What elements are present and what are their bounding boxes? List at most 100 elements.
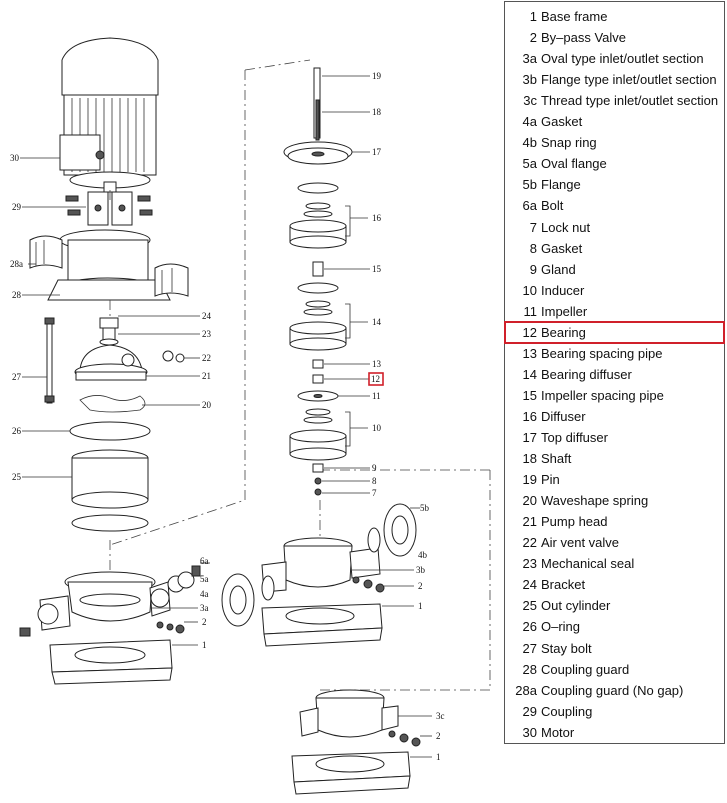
legend-number: 5b [522, 177, 537, 193]
base-frame-mid-part [261, 603, 383, 647]
legend-part-name: Gasket [541, 114, 583, 130]
legend-part-name: Base frame [541, 9, 608, 24]
legend-part-name: By–pass Valve [541, 30, 627, 46]
callout-3c: 3c [436, 711, 445, 721]
legend-part-name: Out cylinder [541, 598, 611, 614]
legend-number: 28a [515, 682, 537, 698]
callout-14: 14 [372, 317, 382, 327]
bearing-spacing-pipe-part [312, 359, 324, 369]
callout-1-left: 1 [202, 640, 207, 650]
thread-inlet-section-part [299, 689, 421, 747]
legend-part-name: Waveshape spring [541, 493, 649, 509]
callout-3b: 3b [416, 565, 426, 575]
legend-part-name: Shaft [541, 451, 572, 467]
legend-part-name: Lock nut [541, 219, 591, 235]
diffuser-part [289, 182, 347, 249]
legend-number: 8 [529, 240, 537, 256]
callout-28a: 28a [10, 259, 23, 269]
legend-part-name: Gland [541, 261, 576, 277]
callout-26: 26 [12, 426, 22, 436]
legend-number: 17 [522, 430, 537, 445]
callout-23: 23 [202, 329, 212, 339]
shaft-part [313, 67, 321, 141]
legend-row-17: 17 Top diffuser [505, 427, 724, 448]
stay-bolt-part [44, 317, 55, 404]
motor-part [59, 37, 159, 193]
legend-number: 12 [522, 324, 537, 340]
legend-part-name: Coupling guard (No gap) [541, 682, 684, 698]
waveshape-spring-part [79, 395, 146, 413]
callout-13: 13 [372, 359, 382, 369]
legend-number: 4b [522, 135, 537, 151]
o-ring-part [69, 421, 151, 441]
legend-part-name: Pin [541, 472, 560, 488]
legend-number: 3c [523, 93, 537, 109]
legend-number: 14 [522, 366, 537, 382]
legend-number: 25 [522, 598, 537, 614]
legend-number: 9 [529, 261, 537, 277]
legend-number: 21 [522, 514, 537, 530]
legend-number: 13 [522, 345, 537, 361]
legend-number: 11 [523, 303, 538, 319]
callout-12: 12 [371, 374, 380, 384]
legend-number: 16 [522, 408, 537, 424]
callout-2-mid: 2 [418, 581, 423, 591]
callout-15: 15 [372, 264, 382, 274]
coupling-guard-part [29, 229, 189, 301]
callout-12-highlight [368, 372, 384, 386]
legend-part-name: O–ring [541, 619, 581, 635]
legend-part-name: Mechanical seal [541, 556, 635, 572]
impeller-part [297, 390, 339, 402]
callout-1-mid: 1 [418, 601, 423, 611]
legend-part-name: Gasket [541, 240, 583, 256]
exploded-pump-diagram: 30 29 28a 28 27 [10, 37, 491, 795]
legend-part-name: Impeller [541, 303, 588, 319]
legend-part-name: Flange type inlet/outlet section [541, 72, 717, 88]
legend-number: 22 [522, 535, 537, 551]
legend-part-name: Impeller spacing pipe [541, 387, 664, 403]
top-diffuser-part [283, 141, 353, 165]
legend-number: 20 [522, 493, 537, 509]
legend-part-name: Inducer [541, 282, 585, 298]
callout-16: 16 [372, 213, 382, 223]
callout-5b: 5b [420, 503, 430, 513]
legend-part-name: Bearing [541, 324, 586, 340]
legend-number: 30 [522, 724, 537, 740]
callout-9: 9 [372, 463, 377, 473]
legend-part-name: Diffuser [541, 408, 586, 424]
callout-29: 29 [12, 202, 22, 212]
legend-part-name: Top diffuser [541, 430, 608, 445]
callout-30: 30 [10, 153, 20, 163]
callout-25: 25 [12, 472, 22, 482]
inducer-part [289, 408, 347, 461]
callout-6a: 6a [200, 556, 209, 566]
legend-number: 18 [522, 451, 537, 467]
callout-10: 10 [372, 423, 382, 433]
legend-part-name: Bearing spacing pipe [541, 345, 663, 361]
legend-part-name: Snap ring [541, 135, 597, 151]
legend-part-name: Motor [541, 724, 575, 740]
oval-inlet-section-part [19, 565, 201, 637]
callout-4b: 4b [418, 550, 428, 560]
